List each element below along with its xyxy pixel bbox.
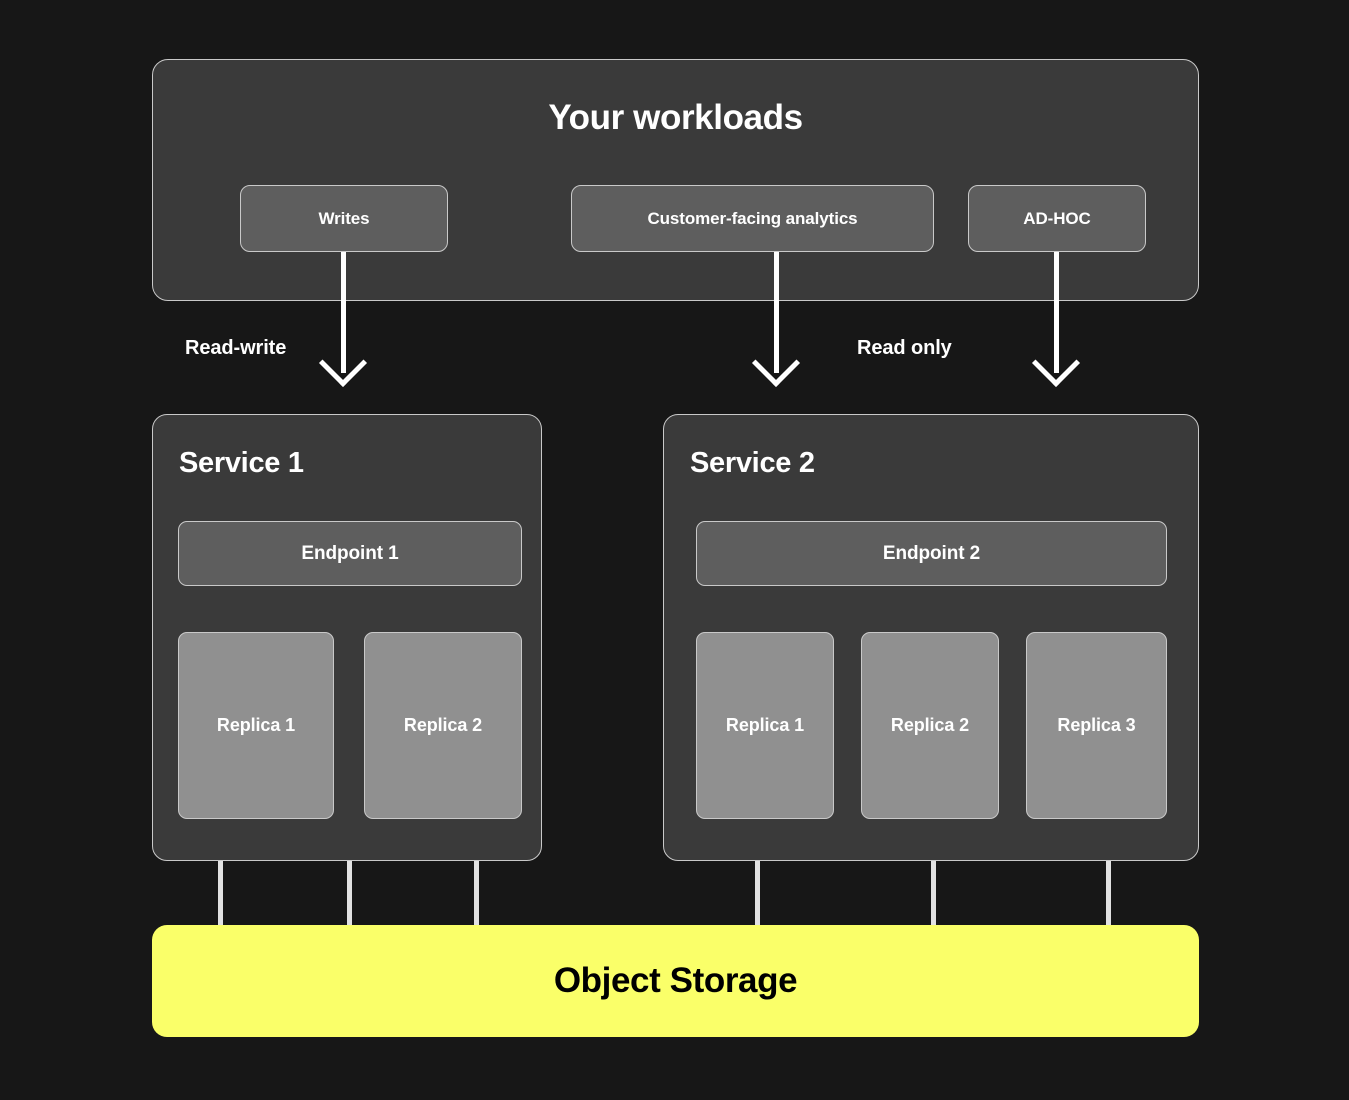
service-1-replica-1[interactable]: Replica 1	[178, 632, 334, 819]
storage-connector-line	[931, 861, 936, 928]
flow-label-read-only: Read only	[857, 337, 952, 359]
storage-connector-line	[755, 861, 760, 928]
service-panel-1: Service 1 Endpoint 1 Replica 1 Replica 2	[152, 414, 542, 861]
service-2-replica-2[interactable]: Replica 2	[861, 632, 999, 819]
arrow-shaft	[340, 252, 346, 373]
service-2-replica-1[interactable]: Replica 1	[696, 632, 834, 819]
storage-connector-line	[474, 861, 479, 928]
storage-connector-line	[347, 861, 352, 928]
arrow-head	[751, 338, 801, 388]
arrow-shaft	[1053, 252, 1059, 373]
service-title-2: Service 2	[690, 447, 815, 479]
endpoint-2[interactable]: Endpoint 2	[696, 521, 1167, 586]
storage-connector-line	[218, 861, 223, 928]
service-1-replica-2[interactable]: Replica 2	[364, 632, 522, 819]
object-storage-bar[interactable]: Object Storage	[152, 925, 1199, 1037]
arrow-down-icon-writes	[318, 252, 368, 393]
arrow-shaft	[773, 252, 779, 373]
arrow-down-icon-adhoc	[1031, 252, 1081, 393]
storage-connector-line	[1106, 861, 1111, 928]
workload-chip-customer-facing-analytics[interactable]: Customer-facing analytics	[571, 185, 934, 252]
endpoint-1[interactable]: Endpoint 1	[178, 521, 522, 586]
workload-chip-writes[interactable]: Writes	[240, 185, 448, 252]
service-panel-2: Service 2 Endpoint 2 Replica 1 Replica 2…	[663, 414, 1199, 861]
arrow-down-icon-analytics	[751, 252, 801, 393]
arrow-head	[1031, 338, 1081, 388]
workloads-panel: Your workloads	[152, 59, 1199, 301]
workload-chip-ad-hoc[interactable]: AD-HOC	[968, 185, 1146, 252]
service-title-1: Service 1	[179, 447, 304, 479]
service-2-replica-3[interactable]: Replica 3	[1026, 632, 1167, 819]
flow-label-read-write: Read-write	[185, 337, 287, 359]
arrow-head	[318, 338, 368, 388]
workloads-title: Your workloads	[548, 98, 803, 137]
